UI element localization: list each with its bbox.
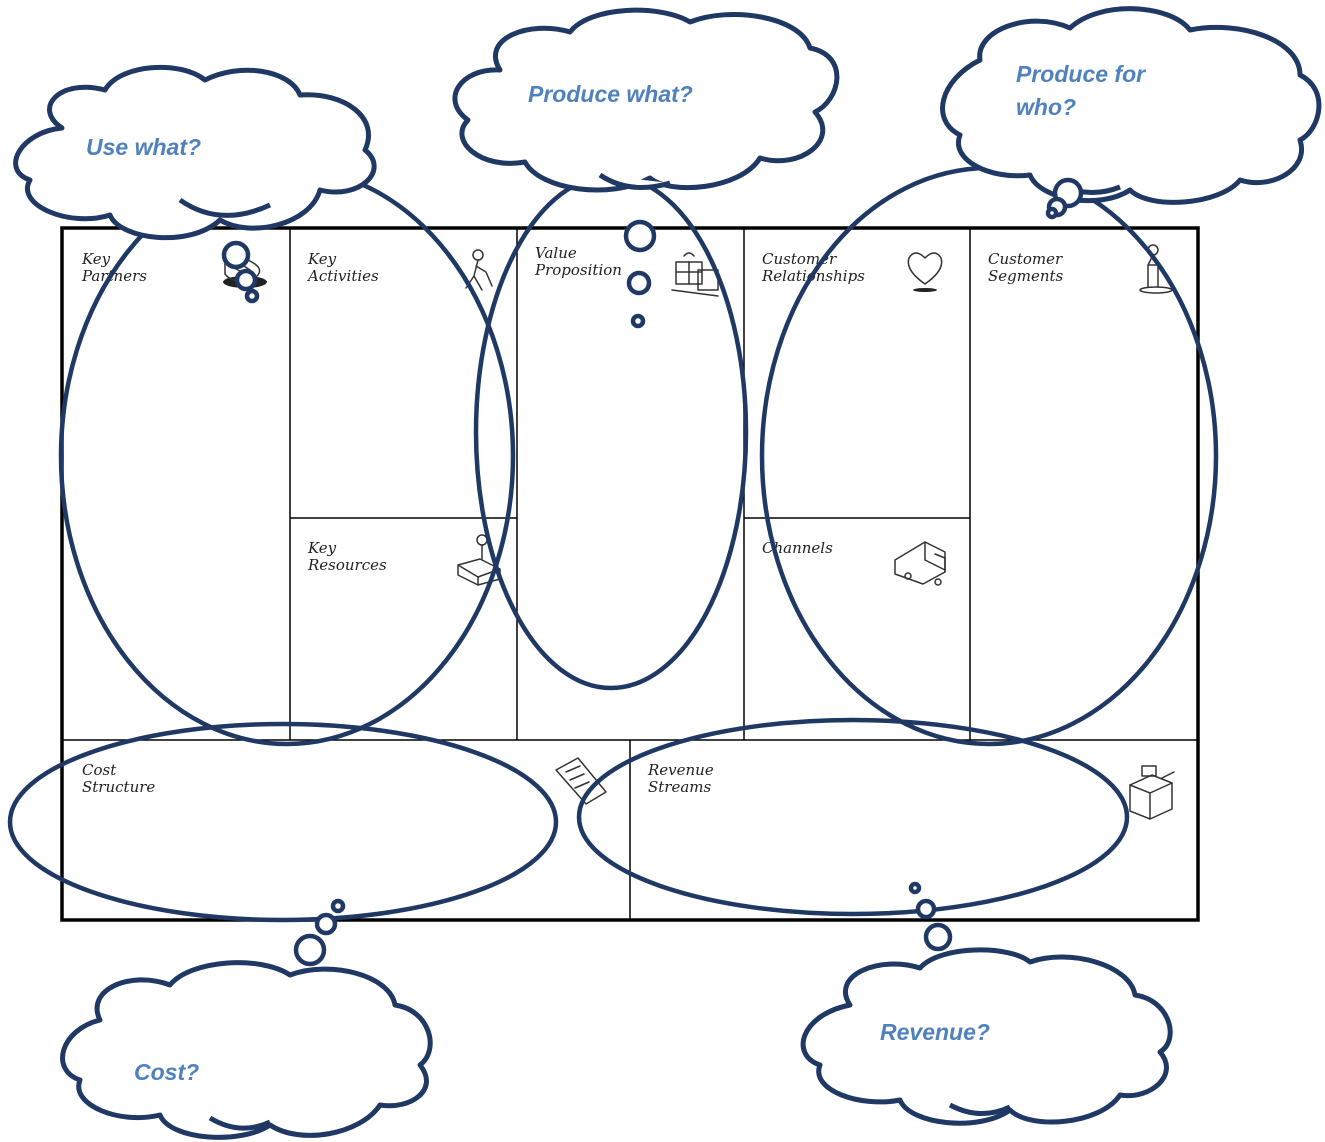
revenue-streams-label-line1: Revenue [647,761,714,779]
bubble-use-what-1 [221,240,251,270]
revenue-streams-label-line2: Streams [648,778,712,796]
cloud-use-what-text: Use what? [86,134,201,160]
key-resources-label-line1: Key [307,539,337,557]
oval-revenue [576,717,1130,917]
customer-segments-label-line2: Segments [988,267,1064,285]
cloud-produce-for-who-text-line1: Produce for [1016,61,1146,87]
key-resources-label-line2: Resources [307,556,387,574]
factory-worker-icon [457,534,501,586]
person-icon [1139,244,1173,294]
truck-icon [894,541,946,586]
oval-cost [7,721,559,923]
bubble-cost-3 [330,898,346,914]
cloud-produce-what-text: Produce what? [528,81,693,107]
oval-use-what [58,165,516,747]
heart-icon [907,252,943,292]
value-proposition-label-line2: Proposition [534,261,622,279]
invoice-icon [555,757,607,805]
bubble-cost-2 [314,912,338,936]
cloud-revenue-text: Revenue? [880,1019,990,1045]
key-activities-label-line2: Activities [306,267,379,285]
key-partners-label-line2: Partners [81,267,147,285]
cloud-use-what: Use what? [13,64,377,304]
bubble-produce-what-2 [626,270,652,296]
block-channels: Channels [762,539,946,586]
bubble-revenue-2 [915,898,937,920]
bubble-produce-what-1 [623,219,657,253]
cloud-revenue: Revenue? [800,881,1173,1126]
cash-register-icon [1129,765,1175,820]
bubble-use-what-2 [234,268,258,292]
cloud-cost-text: Cost? [134,1059,199,1085]
cloud-produce-for-who: Produce for who? [940,6,1322,220]
key-partners-label-line1: Key [81,250,111,268]
bubble-cost-1 [293,933,327,967]
bubble-use-what-3 [244,288,260,304]
cloud-produce-what: Produce what? [452,7,840,329]
cost-structure-label-line2: Structure [82,778,155,796]
key-activities-label-line1: Key [307,250,337,268]
value-proposition-label-line1: Value [535,244,577,262]
canvas-grid [60,226,1200,922]
cloud-produce-for-who-text-line2: who? [1016,94,1076,120]
bubble-produce-for-who-3 [1045,206,1059,220]
bubble-revenue-1 [923,922,953,952]
svg-text:Channels: Channels [762,539,833,557]
customer-segments-label-line1: Customer [988,250,1063,268]
bubble-produce-what-3 [630,313,646,329]
cost-structure-label-line1: Cost [82,761,117,779]
cloud-cost: Cost? [60,898,433,1140]
bubble-revenue-3 [908,881,922,895]
channels-label-line1: Channels [762,539,833,557]
